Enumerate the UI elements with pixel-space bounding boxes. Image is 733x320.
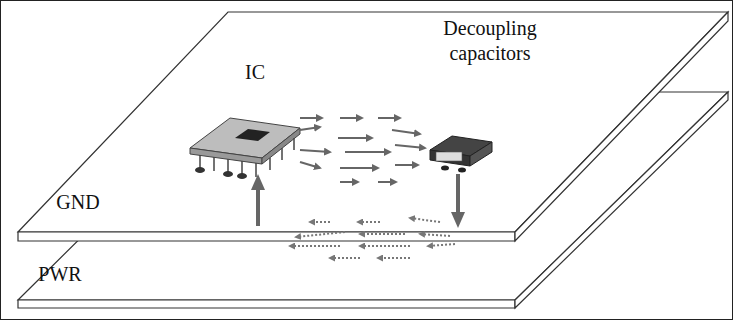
capacitor-label: Decoupling capacitors <box>405 16 575 66</box>
plane-label: PWR <box>25 262 95 287</box>
ic-label: IC <box>225 60 285 85</box>
plane-label: GND <box>43 190 113 215</box>
via-arrow-down <box>456 174 460 220</box>
ic-chip <box>190 118 300 179</box>
gnd-plane <box>18 12 728 241</box>
current-arrows <box>300 118 425 182</box>
decoupling-capacitor <box>430 136 492 173</box>
return-arrows <box>290 218 455 258</box>
via-arrow-up <box>256 182 260 226</box>
